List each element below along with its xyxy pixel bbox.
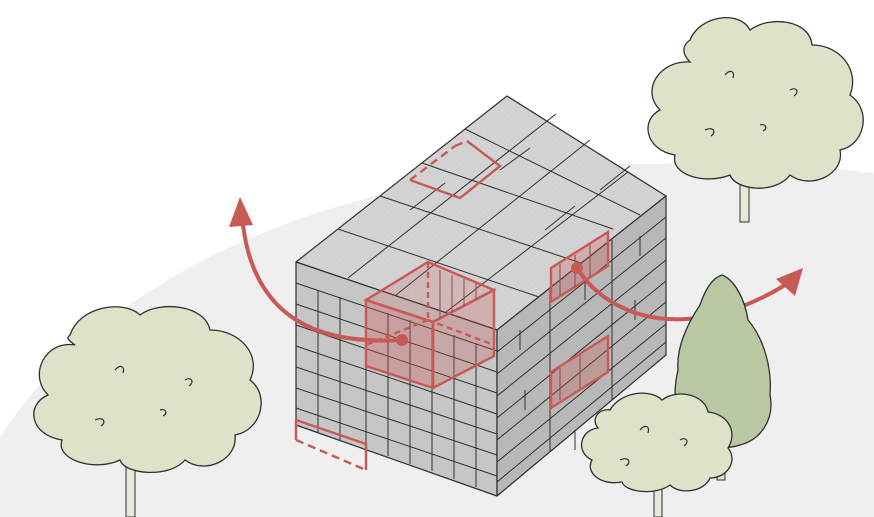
- building-side-face: [496, 195, 667, 497]
- arrow-right-origin-dot: [571, 262, 583, 274]
- ground-void: [295, 418, 368, 470]
- tree-bottom-right: [581, 392, 733, 517]
- arrow-heads: [229, 197, 803, 346]
- arrow-left-origin-dot: [396, 334, 408, 346]
- arrow-right-head: [776, 268, 803, 296]
- highlighted-voids: [294, 139, 610, 472]
- arrow-right: [575, 266, 792, 322]
- roof-void: [409, 140, 502, 200]
- tree-bottom-left: [33, 305, 262, 517]
- tree-top-right: [647, 17, 864, 223]
- arrow-left: [241, 223, 404, 343]
- circulation-arrows: [241, 223, 792, 343]
- arrow-left-head: [229, 197, 253, 227]
- central-void-top: [363, 260, 497, 324]
